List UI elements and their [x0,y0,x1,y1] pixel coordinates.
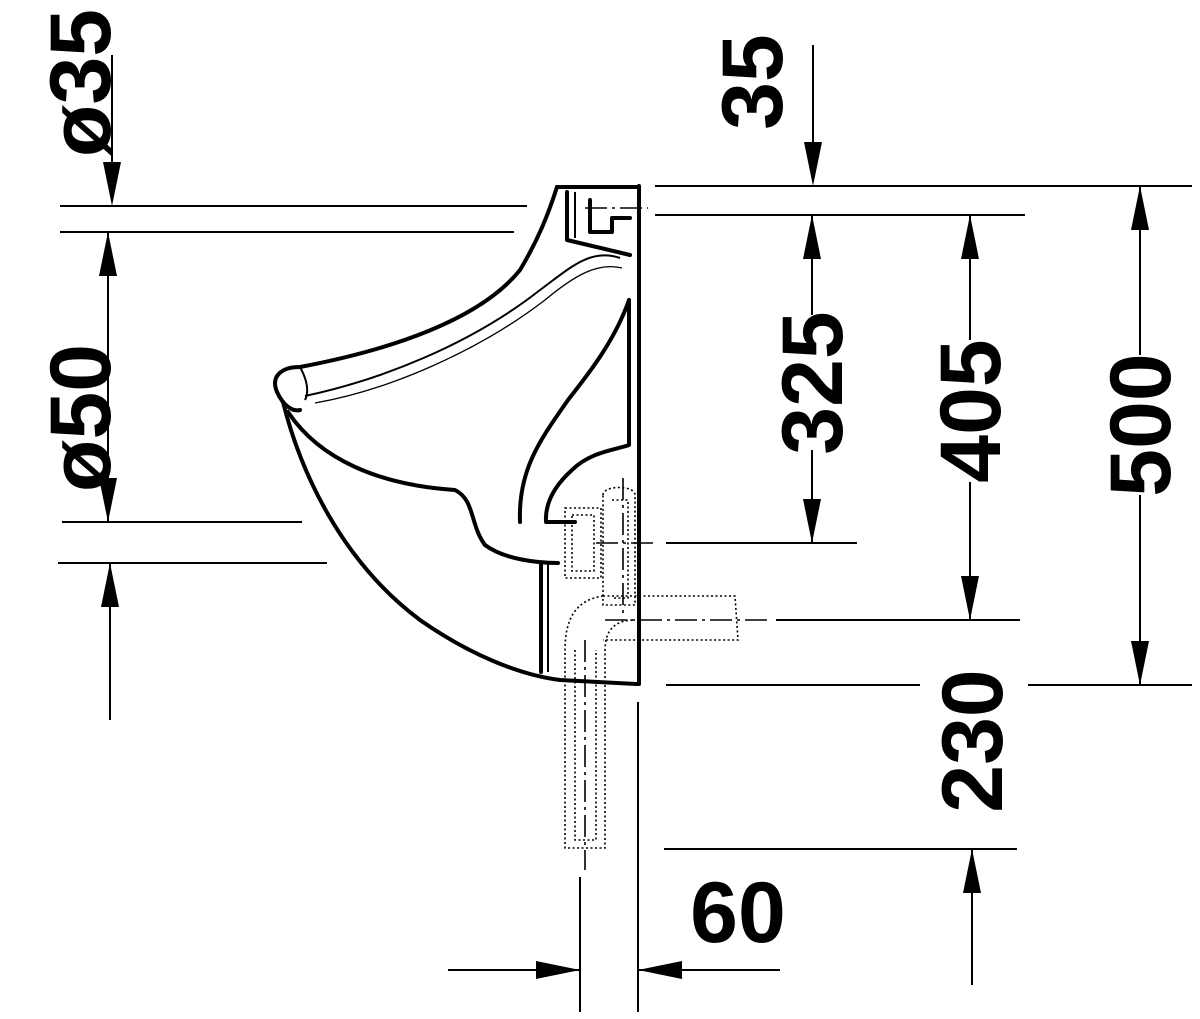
arrow-up-icon [803,215,821,259]
arrow-down-icon [803,499,821,543]
arrow-up-icon [961,215,979,259]
dimension-lines [99,45,1149,985]
water-inlet-height-label: 405 [923,339,1019,483]
arrow-up-icon [963,849,981,893]
arrow-up-icon [1131,186,1149,230]
arrow-down-icon [804,142,822,186]
arrow-down-icon [1131,641,1149,685]
arrow-right-icon [536,961,580,979]
arrow-up-icon [99,232,117,276]
arrow-up-icon [101,563,119,607]
wall-offset-label: 60 [690,865,786,961]
dimension-labels: ø35 ø50 35 325 405 500 230 60 [33,9,1189,961]
siphon-outline [564,478,770,870]
outlet-drop-label: 230 [925,669,1021,813]
extension-lines [58,185,1192,1012]
drain-diameter-label: ø35 [33,9,129,157]
total-height-label: 500 [1093,353,1189,497]
arrow-down-icon [103,162,121,206]
outlet-height-label: 325 [765,311,861,455]
inlet-to-top-label: 35 [705,34,801,130]
arrow-down-icon [961,576,979,620]
arrow-down-icon [99,478,117,522]
arrow-left-icon [638,961,682,979]
inlet-diameter-label: ø50 [33,344,129,492]
urinal-body [273,184,648,686]
